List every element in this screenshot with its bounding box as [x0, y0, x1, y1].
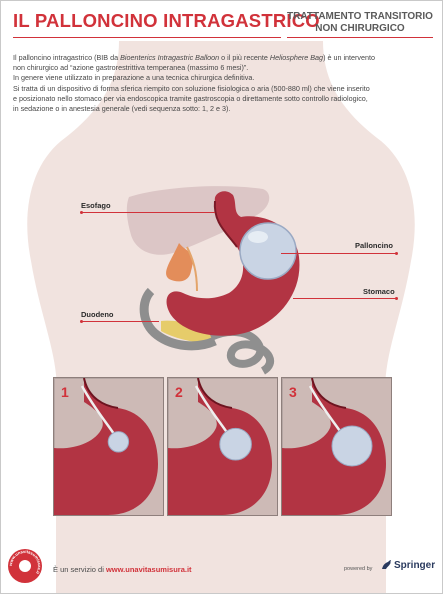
step-number-1: 1	[61, 384, 69, 400]
leader-palloncino	[281, 253, 397, 254]
page-subtitle: TRATTAMENTO TRANSITORIO NON CHIRURGICO	[287, 11, 433, 38]
svg-text:www.unavitasumisura.it: www.unavitasumisura.it	[8, 549, 42, 576]
step-balloon-3	[331, 425, 373, 467]
leader-duodeno	[81, 321, 159, 322]
leader-dot-duodeno	[80, 320, 83, 323]
balloon-main	[239, 222, 297, 280]
biliary-duct	[166, 243, 193, 282]
powered-by-label: powered by	[344, 566, 373, 572]
label-palloncino: Palloncino	[355, 241, 393, 250]
intro-text: Il palloncino intragastrico (BIB da Bioe…	[13, 53, 427, 114]
footer-service: È un servizio di www.unavitasumisura.it	[53, 565, 192, 574]
intro-line-6: in sedazione o in anestesia generale (ve…	[13, 104, 231, 114]
step-panel-2: 2	[167, 377, 278, 516]
springer-horse-icon	[382, 560, 391, 569]
intro-line-3: In genere viene utilizzato in preparazio…	[13, 73, 255, 83]
step-number-2: 2	[175, 384, 183, 400]
step-balloon-2	[219, 427, 252, 461]
step-illustration-1	[54, 377, 158, 515]
step-illustration-3	[282, 377, 386, 515]
subtitle-line-2: NON CHIRURGICO	[315, 22, 405, 34]
step-panel-3: 3	[281, 377, 392, 516]
intestines-shape	[209, 327, 275, 375]
subtitle-line-1: TRATTAMENTO TRANSITORIO	[287, 11, 433, 22]
label-stomaco: Stomaco	[363, 287, 395, 296]
header: IL PALLONCINO INTRAGASTRICO TRATTAMENTO …	[1, 1, 442, 41]
label-esofago: Esofago	[81, 201, 111, 210]
step-balloon-1	[107, 431, 130, 453]
label-duodeno: Duodeno	[81, 310, 114, 319]
step-number-3: 3	[289, 384, 297, 400]
intro-line-1: Il palloncino intragastrico (BIB da Bioe…	[13, 53, 376, 62]
leader-dot-palloncino	[395, 252, 398, 255]
springer-brand[interactable]: Springer	[394, 560, 436, 571]
badge-text: www.unavitasumisura.it	[8, 549, 42, 576]
site-badge-logo: www.unavitasumisura.it	[8, 549, 42, 583]
title-underline	[13, 37, 281, 38]
leader-dot-esofago	[80, 211, 83, 214]
pancreas-shape	[161, 320, 216, 344]
step-illustration-2	[168, 377, 272, 515]
intro-line-5: e posizionato nello stomaco per via endo…	[13, 93, 368, 103]
page-title: IL PALLONCINO INTRAGASTRICO	[13, 10, 320, 31]
leader-stomaco	[293, 298, 397, 299]
intro-line-4: Si tratta di un dispositivo di forma sfe…	[13, 83, 370, 93]
intro-line-2: non chirurgico ad “azione gastrorestritt…	[13, 63, 249, 73]
step-panel-1: 1	[53, 377, 164, 516]
leader-esofago	[81, 212, 215, 213]
duodenum-shape	[139, 287, 217, 351]
leader-dot-stomaco	[395, 297, 398, 300]
service-link[interactable]: www.unavitasumisura.it	[105, 565, 192, 574]
